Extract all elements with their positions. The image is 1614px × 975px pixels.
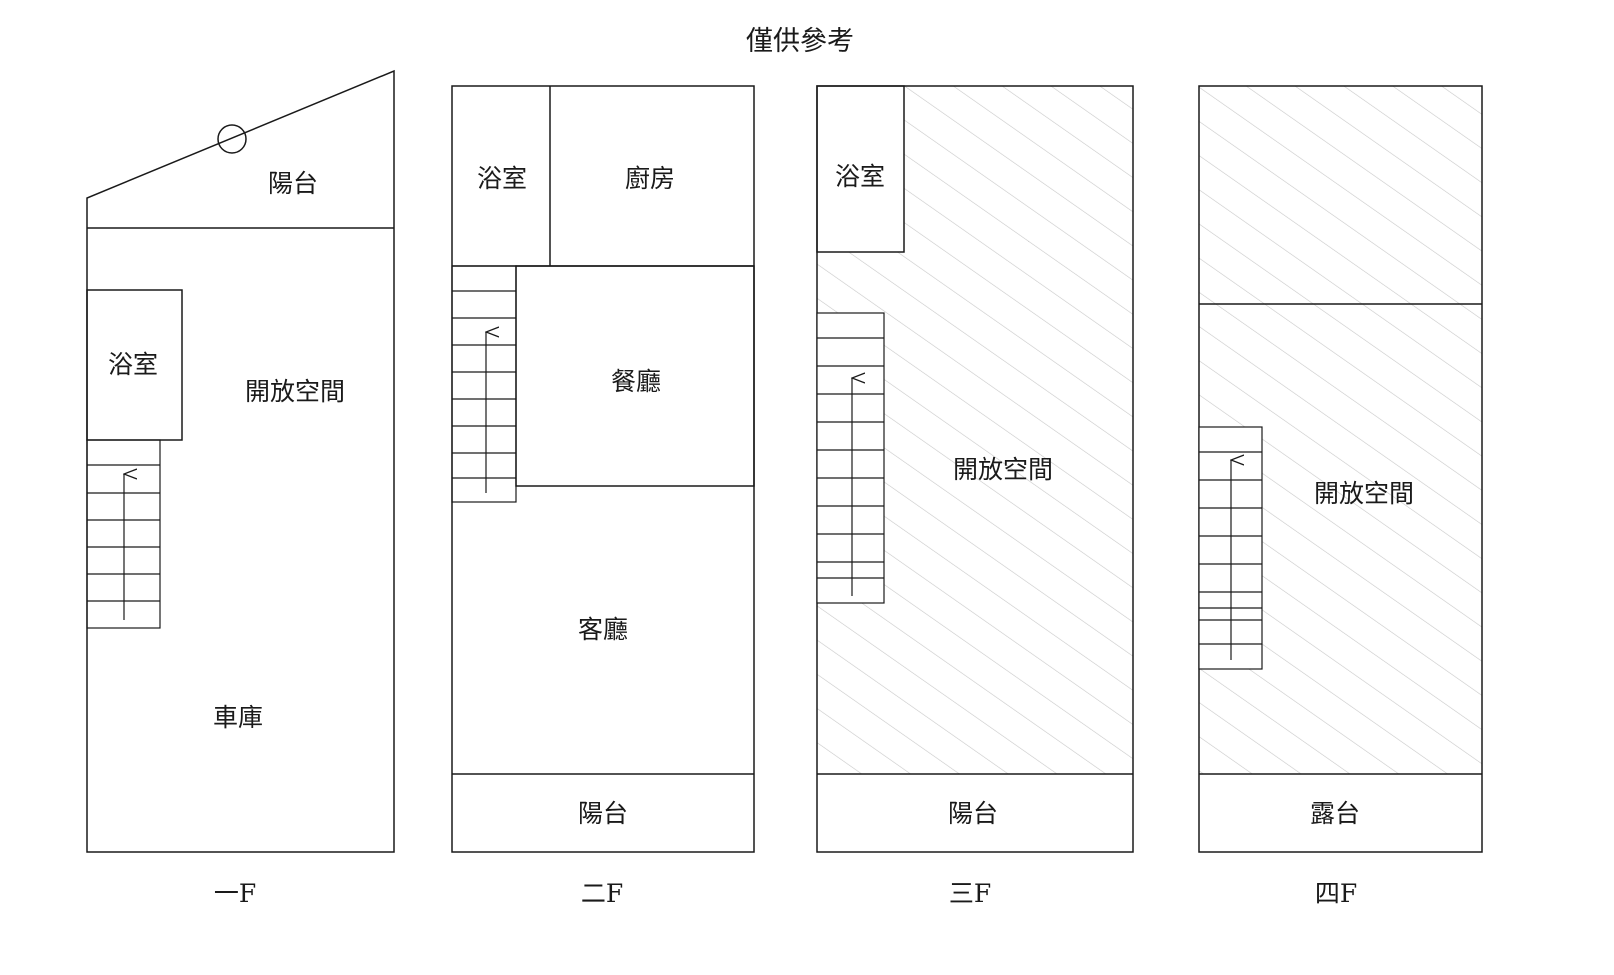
floor-1f-open-space-label: 開放空間 <box>245 377 345 406</box>
floor-2f-kitchen-label: 廚房 <box>625 164 675 193</box>
floor-1f-stairs-frame <box>86 439 161 629</box>
floor-2f-stairs <box>451 265 517 503</box>
floor-3f-stairs-frame <box>816 312 885 604</box>
floor-3f-bathroom <box>816 85 905 253</box>
floor-2f-label: 二F <box>581 879 623 908</box>
floor-4f-stairs <box>1198 426 1263 670</box>
floor-3f-stairs-fill <box>817 313 884 603</box>
floor-3f: 浴室 開放空間 陽台 三F <box>816 85 1134 908</box>
floor-4f-terrace-label: 露台 <box>1310 799 1360 828</box>
floor-1f-label: 一F <box>214 879 256 908</box>
floor-1f-garage-label: 車庫 <box>213 703 263 732</box>
floor-3f-bathroom-fill <box>817 86 904 252</box>
floor-4f-open-space-label: 開放空間 <box>1314 479 1414 508</box>
floor-3f-balcony-label: 陽台 <box>948 799 998 828</box>
floor-2f-balcony-label: 陽台 <box>578 799 628 828</box>
floor-3f-open-space-label: 開放空間 <box>953 455 1053 484</box>
floor-3f-stairs <box>816 312 885 604</box>
floor-3f-bathroom-label: 浴室 <box>835 162 885 191</box>
floor-1f-outline <box>86 69 395 853</box>
page-title: 僅供參考 <box>746 26 854 57</box>
floor-2f: 浴室 廚房 餐廳 客廳 陽台 二F <box>451 85 755 908</box>
floor-2f-bathroom-label: 浴室 <box>477 164 527 193</box>
floor-1f-window-symbol <box>217 124 247 154</box>
floor-2f-living-label: 客廳 <box>578 615 628 644</box>
floor-1f-stairs <box>86 439 161 629</box>
floor-2f-outline <box>451 85 755 853</box>
floor-4f: 開放空間 露台 四F <box>1198 85 1483 908</box>
floor-3f-label: 三F <box>949 879 991 908</box>
floor-1f-bathroom-label: 浴室 <box>108 350 158 379</box>
floor-2f-stairs-treads <box>452 290 516 479</box>
floor-3f-stairs-treads <box>817 337 884 579</box>
floor-2f-stairs-frame <box>451 265 517 503</box>
floor-4f-label: 四F <box>1315 879 1357 908</box>
floor-4f-stairs-frame <box>1198 426 1263 670</box>
floor-1f-balcony-label: 陽台 <box>268 169 318 198</box>
floor-1f: 陽台 浴室 開放空間 車庫 一F <box>86 69 395 908</box>
floor-2f-dining-label: 餐廳 <box>611 367 661 396</box>
